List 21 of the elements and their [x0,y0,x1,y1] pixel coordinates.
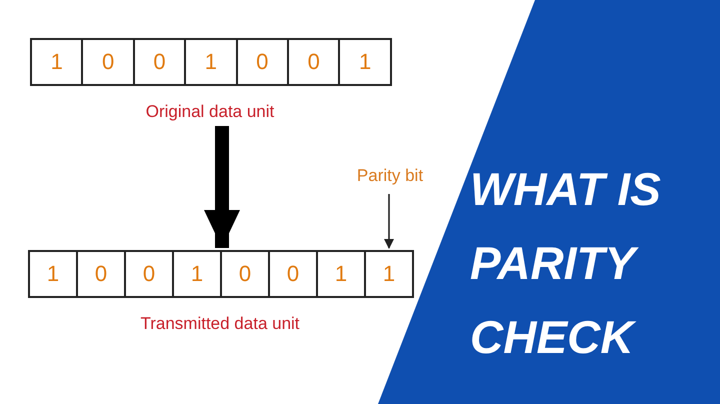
bit-cell: 1 [184,38,238,86]
bit-cell: 0 [76,250,126,298]
row-caption: Original data unit [144,102,276,122]
bit-cell: 0 [236,38,289,86]
bit-cell: 1 [338,38,392,86]
bit-cell: 0 [220,250,270,298]
title-heading: WHAT IS PARITY CHECK [470,162,662,365]
bit-cell: 0 [81,38,135,86]
bit-cell: 0 [132,38,186,86]
arrow [204,126,240,248]
bit-cell: 1 [172,250,222,298]
bit-cell: 1 [28,250,78,298]
bit-cell: 1 [30,38,84,86]
bit-cell: 0 [287,38,340,86]
arrow [384,194,394,249]
bit-cell: 1 [364,250,414,298]
bit-cell: 1 [316,250,366,298]
bit-cell: 0 [268,250,318,298]
bit-cell: 0 [124,250,174,298]
callout-label: Parity bit [340,166,440,186]
row-caption: Transmitted data unit [139,314,301,334]
